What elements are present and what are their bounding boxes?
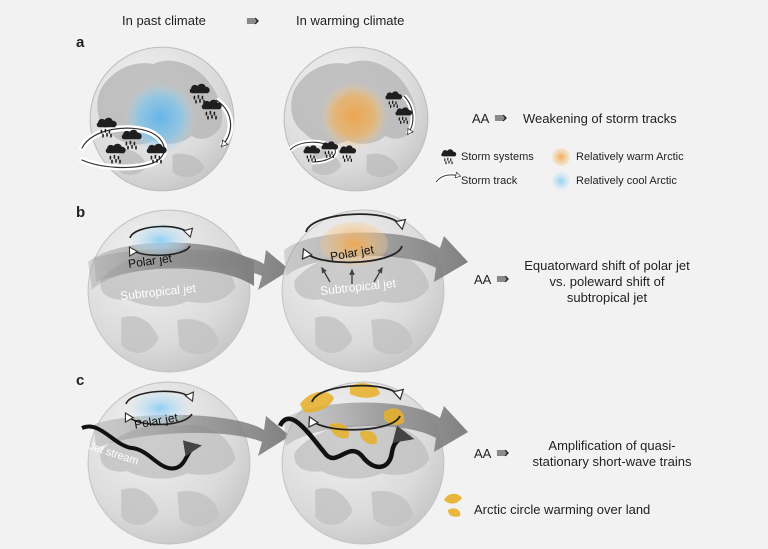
amplified-jet-stream-wave [277, 416, 415, 469]
equatorward-shift-arrows [321, 266, 383, 284]
panel-b-arrow: ⇛ [496, 271, 510, 288]
legend-cool-arctic: Relatively cool Arctic [576, 175, 677, 187]
header-warming-climate: In warming climate [296, 13, 405, 28]
jet-stream-wave [81, 424, 202, 471]
circulation-arrow-icon [308, 384, 405, 431]
panel-c-warming-globe [277, 381, 468, 545]
header-past-climate: In past climate [122, 13, 206, 28]
panel-b-result-line-1: Equatorward shift of polar jet [524, 258, 690, 273]
storm-track-arrow-icon [434, 171, 462, 184]
circulation-arrow-icon [124, 390, 195, 426]
panel-b-result: Equatorward shift of polar jet vs. polew… [512, 258, 702, 306]
panel-c-arrow: ⇛ [496, 445, 510, 462]
panel-a-result: Weakening of storm tracks [523, 111, 677, 126]
warm-arctic-swatch [552, 148, 570, 166]
panel-c-past-globe [81, 381, 290, 545]
panel-c-result: Amplification of quasi- stationary short… [512, 438, 712, 470]
legend-graphics [434, 148, 570, 190]
legend-land-warming: Arctic circle warming over land [474, 502, 651, 517]
circulation-arrow-icon [301, 213, 407, 264]
panel-label-b: b [76, 204, 86, 221]
header-arrow: ⇛ [246, 13, 260, 30]
panel-c-result-line-2: stationary short-wave trains [532, 454, 692, 469]
panel-a-warming-globe [283, 46, 429, 192]
panel-c-aa: AA [474, 446, 492, 461]
panel-a-aa: AA [472, 111, 490, 126]
panel-b-result-line-2: vs. poleward shift of [549, 274, 665, 289]
panel-a-arrow: ⇛ [494, 110, 508, 127]
warm-arctic-blob [320, 82, 388, 150]
panel-b-result-line-3: subtropical jet [566, 290, 648, 305]
cool-arctic-swatch [552, 172, 570, 190]
panel-b-aa: AA [474, 272, 492, 287]
legend-warm-arctic: Relatively warm Arctic [576, 151, 684, 163]
panel-b-warming-globe [281, 209, 468, 373]
legend-storm-systems: Storm systems [461, 151, 534, 163]
panel-c-result-line-1: Amplification of quasi- [548, 438, 676, 453]
land-warming-icon [444, 493, 462, 517]
panel-label-c: c [76, 372, 85, 389]
circulation-arrow-icon [128, 225, 194, 258]
subtropical-jet-band [94, 248, 290, 290]
storm-cloud-icon [440, 148, 457, 165]
cool-arctic-blob [124, 82, 196, 154]
panel-label-a: a [76, 34, 85, 51]
panel-a-past-globe [79, 46, 235, 192]
legend-storm-track: Storm track [461, 175, 518, 187]
storm-track-arrows [79, 97, 234, 171]
panel-b-past-globe [87, 209, 290, 373]
